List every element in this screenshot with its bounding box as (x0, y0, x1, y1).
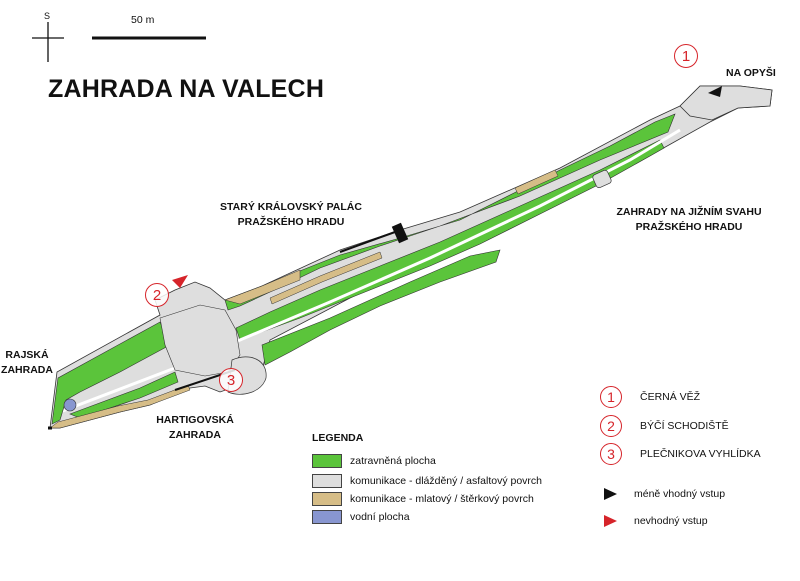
legend-red-triangle-icon (604, 515, 617, 527)
swatch-paved (312, 474, 342, 488)
palace-wall (339, 231, 396, 253)
swatch-gravel (312, 492, 342, 506)
gravel-path-east (514, 169, 559, 195)
legend-label: komunikace - mlatový / štěrkový povrch (350, 493, 534, 505)
swatch-water (312, 510, 342, 524)
poi-item: 2 BÝČÍ SCHODIŠTĚ (600, 413, 729, 439)
legend-item-gravel: komunikace - mlatový / štěrkový povrch (312, 491, 534, 507)
poi-number: 1 (600, 386, 622, 408)
label-palac-line1: STARÝ KRÁLOVSKÝ PALÁC (220, 201, 362, 213)
legend-label: zatravněná plocha (350, 455, 436, 467)
entry-item-unsuitable: nevhodný vstup (620, 512, 708, 530)
marker-2[interactable]: 2 (145, 283, 169, 307)
legend-title: LEGENDA (312, 432, 364, 444)
rajska-border (49, 384, 191, 429)
poi-label: ČERNÁ VĚŽ (640, 391, 701, 403)
label-rajska-line2: ZAHRADA (1, 364, 53, 376)
map-title: ZAHRADA NA VALECH (48, 75, 325, 103)
legend-item-water: vodní plocha (312, 509, 410, 525)
black-triangle-icon (708, 86, 722, 97)
poi-number: 3 (600, 443, 622, 465)
poi-number: 2 (600, 415, 622, 437)
label-palac: STARÝ KRÁLOVSKÝ PALÁC PRAŽSKÉHO HRADU (206, 200, 376, 230)
poi-item: 3 PLEČNIKOVA VYHLÍDKA (600, 441, 761, 467)
label-hartig-line1: HARTIGOVSKÁ (156, 414, 234, 426)
label-rajska-line1: RAJSKÁ (5, 349, 49, 361)
na-opysi-area (679, 85, 773, 121)
lawn-lower (235, 139, 665, 341)
legend-black-triangle-icon (604, 488, 617, 500)
marker-1[interactable]: 1 (674, 44, 698, 68)
legend-label: vodní plocha (350, 511, 410, 523)
lawn-south (261, 249, 501, 366)
compass-label: S (44, 11, 51, 21)
entry-label: méně vhodný vstup (634, 488, 726, 500)
label-jizni-svah: ZAHRADY NA JIŽNÍM SVAHU PRAŽSKÉHO HRADU (594, 205, 784, 235)
swatch-grass (312, 454, 342, 468)
rajska-lawn (51, 321, 171, 425)
palace-building (391, 222, 409, 244)
legend-label: komunikace - dlážděný / asfaltový povrch (350, 475, 543, 487)
poi-label: BÝČÍ SCHODIŠTĚ (640, 420, 729, 432)
poi-item: 1 ČERNÁ VĚŽ (600, 384, 700, 410)
label-na-opysi: NA OPYŠI (726, 67, 776, 79)
fountain-icon (63, 398, 77, 412)
label-rajska: RAJSKÁ ZAHRADA (0, 348, 54, 378)
scale-label: 50 m (131, 14, 155, 26)
gravel-path-upper (224, 269, 301, 305)
label-hartig-line2: ZAHRADA (169, 429, 221, 441)
label-palac-line2: PRAŽSKÉHO HRADU (237, 216, 345, 228)
marker-3[interactable]: 3 (219, 368, 243, 392)
pavilion (592, 169, 612, 189)
red-triangle-icon (172, 275, 188, 288)
label-jizni-line1: ZAHRADY NA JIŽNÍM SVAHU (616, 206, 762, 218)
entry-item-less-suitable: méně vhodný vstup (620, 485, 725, 503)
gravel-path-mid (269, 251, 383, 305)
legend-item-paved: komunikace - dlážděný / asfaltový povrch (312, 473, 542, 489)
poi-label: PLEČNIKOVA VYHLÍDKA (640, 448, 761, 460)
legend-item-grass: zatravněná plocha (312, 453, 436, 469)
label-jizni-line2: PRAŽSKÉHO HRADU (635, 221, 743, 233)
entry-label: nevhodný vstup (634, 515, 708, 527)
compass-icon (32, 22, 64, 62)
label-hartig: HARTIGOVSKÁ ZAHRADA (147, 413, 243, 443)
